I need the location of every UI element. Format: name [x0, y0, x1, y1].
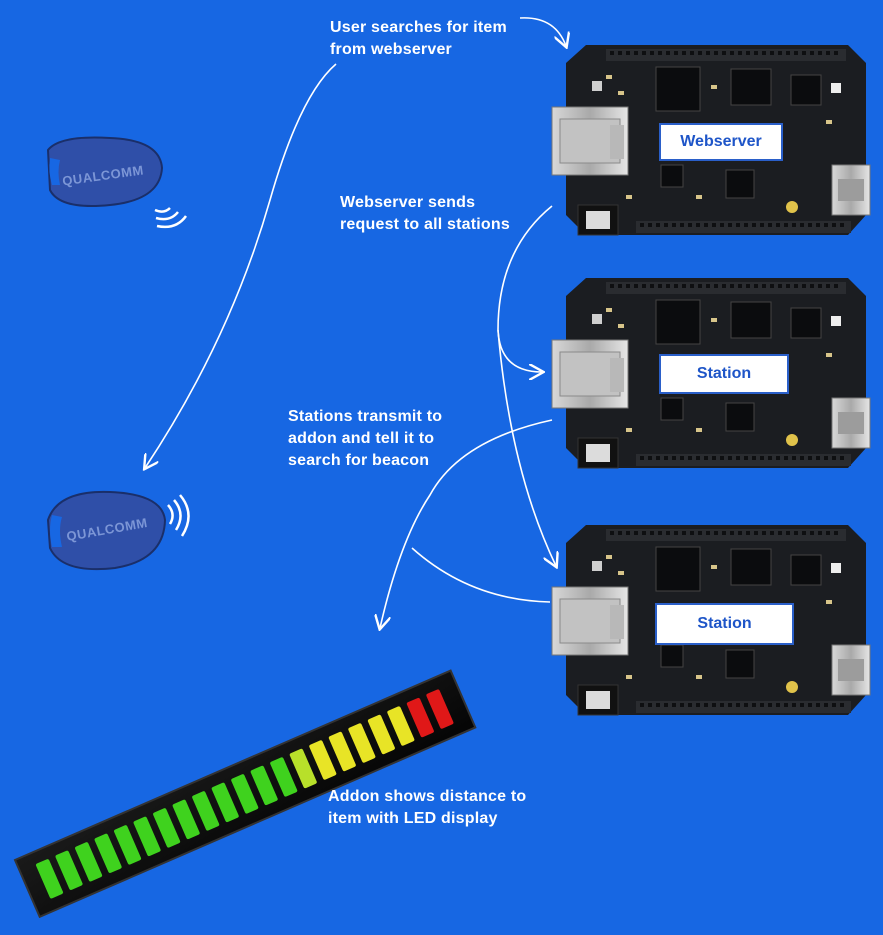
led-segment: [426, 689, 454, 729]
caption-step1-line1: User searches for item: [330, 19, 507, 36]
arrow-webserver-to-station-1: [497, 205, 553, 372]
caption-step2-line1: Webserver sends: [340, 194, 476, 211]
caption-step3-line2: addon and tell it to: [288, 430, 435, 447]
arrow-search-to-beacon: [145, 63, 337, 468]
beacon-fob-bottom: [46, 490, 190, 571]
led-segment: [172, 799, 200, 840]
led-segment: [328, 731, 356, 772]
arrow-station-to-led: [380, 419, 553, 628]
led-segment: [36, 859, 64, 899]
led-segment: [153, 808, 181, 848]
led-segment: [289, 748, 317, 789]
signal-waves-icon: [167, 494, 190, 537]
arrow-search-to-webserver: [519, 17, 566, 46]
led-segment: [406, 697, 434, 738]
led-segment: [348, 723, 376, 763]
led-segment: [75, 842, 103, 882]
caption-step4: Addon shows distance to item with LED di…: [328, 786, 526, 830]
signal-waves-icon: [154, 207, 188, 229]
led-segment: [192, 791, 220, 831]
led-segment: [270, 757, 298, 797]
caption-step3: Stations transmit to addon and tell it t…: [288, 406, 442, 472]
webserver-label: Webserver: [659, 123, 783, 161]
flow-arrows: [145, 17, 566, 628]
led-segment: [231, 774, 259, 814]
caption-step2-line2: request to all stations: [340, 216, 510, 233]
led-segment: [94, 833, 122, 873]
caption-step4-line2: item with LED display: [328, 810, 498, 827]
caption-step3-line3: search for beacon: [288, 452, 430, 469]
led-segment: [55, 850, 83, 890]
station-1-label: Station: [659, 354, 789, 394]
arrow-webserver-to-station-2: [497, 329, 556, 566]
led-bar-display: [13, 669, 477, 919]
caption-step4-line1: Addon shows distance to: [328, 788, 527, 805]
led-segment: [211, 782, 239, 823]
led-segment: [250, 765, 278, 806]
led-segment: [114, 825, 142, 865]
led-segment: [367, 714, 395, 755]
beacon-fob-top: [46, 136, 188, 229]
caption-step3-line1: Stations transmit to: [288, 408, 443, 425]
led-segment: [387, 706, 415, 746]
led-segment: [309, 740, 337, 780]
caption-step2: Webserver sends request to all stations: [340, 192, 510, 236]
arrow-station-to-station: [411, 547, 551, 603]
led-segment: [133, 816, 161, 857]
caption-step1-line2: from webserver: [330, 41, 452, 58]
caption-step1: User searches for item from webserver: [330, 17, 507, 61]
station-2-label: Station: [655, 603, 794, 645]
